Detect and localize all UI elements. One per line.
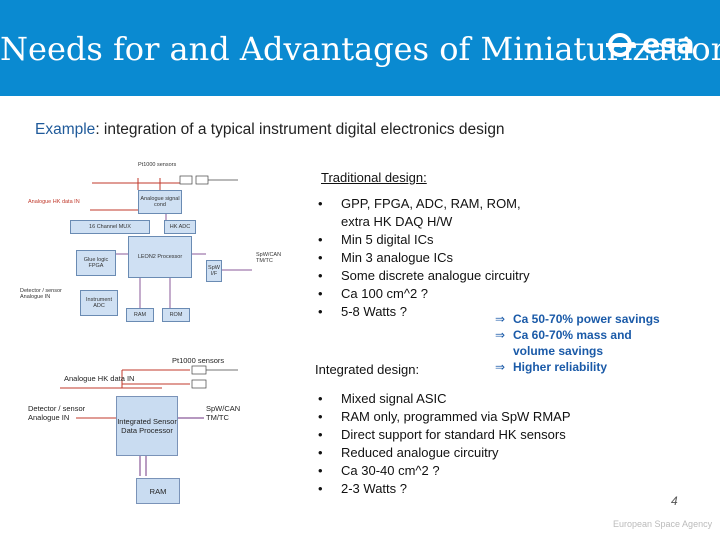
list-item: •GPP, FPGA, ADC, RAM, ROM, (318, 196, 521, 211)
implies-arrow-icon: ⇒ (495, 360, 506, 374)
traditional-pt1000-label: Pt1000 sensors (138, 162, 177, 168)
integrated-analogue-hk-label: Analogue HK data IN (64, 374, 135, 383)
subtitle-keyword: Example (35, 121, 96, 138)
page-number: 4 (671, 494, 678, 508)
bullet-marker: • (318, 250, 323, 265)
block-instrument-adc: Instrument ADC (80, 290, 118, 316)
list-item: •RAM only, programmed via SpW RMAP (318, 409, 571, 424)
list-item: •Mixed signal ASIC (318, 391, 447, 406)
bullet-marker: • (318, 409, 323, 424)
integrated-diagram-wires (60, 365, 238, 476)
implies-arrow-icon: ⇒ (495, 328, 506, 342)
list-item: •Ca 100 cm^2 ? (318, 286, 429, 301)
traditional-heading: Traditional design: (321, 170, 427, 185)
block-integrated-ram: RAM (136, 478, 180, 504)
traditional-spw-label: SpW/CAN TM/TC (256, 252, 282, 264)
block-ram: RAM (126, 308, 154, 322)
block-leon2-processor: LEON2 Processor (128, 236, 192, 278)
block-glue-logic-fpga: Glue logic FPGA (76, 250, 116, 276)
bullet-marker: • (318, 445, 323, 460)
traditional-detector-label: Detector / sensor Analogue IN (20, 288, 62, 300)
integrated-bullet-list: •Mixed signal ASIC •RAM only, programmed… (315, 390, 571, 498)
integrated-heading: Integrated design: (315, 362, 420, 377)
subtitle-text: : integration of a typical instrument di… (95, 121, 505, 138)
block-16ch-mux: 16 Channel MUX (70, 220, 150, 234)
advantages-list: ⇒Ca 50-70% power savings ⇒Ca 60-70% mass… (495, 311, 660, 375)
list-item: •Min 5 digital ICs (318, 232, 434, 247)
bullet-marker: • (318, 286, 323, 301)
slide-subtitle: Example: integration of a typical instru… (35, 121, 505, 139)
integrated-design-diagram: Pt1000 sensors Analogue HK data IN Detec… (20, 356, 305, 521)
integrated-detector-label: Detector / sensor Analogue IN (28, 404, 86, 422)
block-spw-if: SpW I/F (206, 260, 222, 282)
traditional-analogue-hk-label: Analogue HK data IN (28, 199, 80, 205)
list-item: •2-3 Watts ? (318, 481, 407, 496)
footer-agency-name: European Space Agency (613, 519, 713, 529)
list-item: •Direct support for standard HK sensors (318, 427, 566, 442)
integrated-pt1000-label: Pt1000 sensors (172, 356, 225, 365)
bullet-marker: • (318, 391, 323, 406)
bullet-marker: • (318, 427, 323, 442)
traditional-bullet-list: •GPP, FPGA, ADC, RAM, ROM, extra HK DAQ … (315, 195, 530, 321)
block-integrated-sensor-data-processor: Integrated Sensor Data Processor (116, 396, 178, 456)
esa-logo-icon (606, 33, 636, 57)
advantage-item: ⇒Higher reliability (495, 360, 608, 374)
integrated-spw-label: SpW/CAN TM/TC (206, 404, 241, 422)
advantage-item: ⇒Ca 60-70% mass and (495, 328, 632, 342)
advantage-item-continuation: volume savings (513, 344, 604, 358)
esa-logo-text: esa (642, 29, 695, 60)
bullet-marker: • (318, 481, 323, 496)
list-item: •5-8 Watts ? (318, 304, 407, 319)
implies-arrow-icon: ⇒ (495, 312, 506, 326)
advantage-item: ⇒Ca 50-70% power savings (495, 312, 660, 326)
bullet-marker: • (318, 463, 323, 478)
block-hk-adc: HK ADC (164, 220, 196, 234)
block-analogue-signal-cond: Analogue signal cond (138, 190, 182, 214)
bullet-marker: • (318, 196, 323, 211)
list-item: •Min 3 analogue ICs (318, 250, 454, 265)
block-rom: ROM (162, 308, 190, 322)
header-bar: Needs for and Advantages of Miniaturizat… (0, 0, 720, 96)
bullet-marker: • (318, 304, 323, 319)
list-item-continuation: extra HK DAQ H/W (341, 214, 453, 229)
list-item: •Some discrete analogue circuitry (318, 268, 530, 283)
slide-title: Needs for and Advantages of Miniaturizat… (0, 30, 720, 68)
list-item: •Ca 30-40 cm^2 ? (318, 463, 440, 478)
bullet-marker: • (318, 232, 323, 247)
bullet-marker: • (318, 268, 323, 283)
traditional-design-diagram: Pt1000 sensors Analogue HK data IN Detec… (20, 158, 305, 338)
list-item: •Reduced analogue circuitry (318, 445, 499, 460)
esa-logo: esa (606, 29, 716, 60)
